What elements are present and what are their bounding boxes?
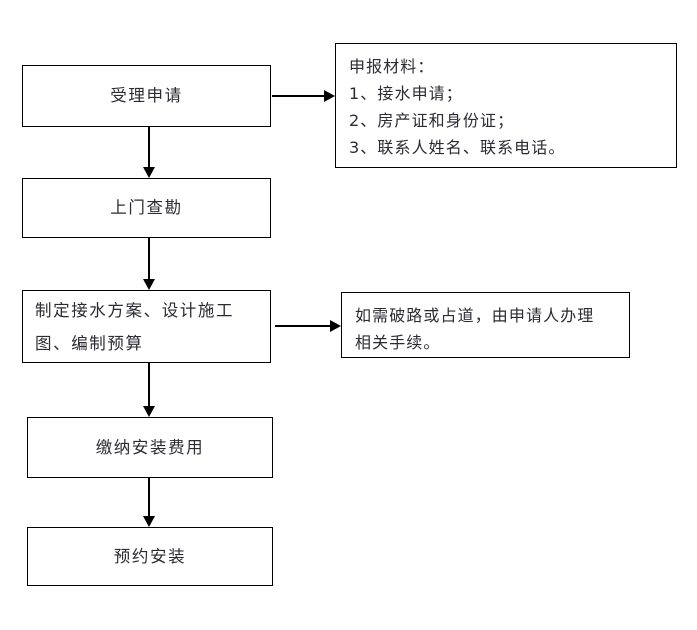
connector-line-conn-3-4 [148, 363, 150, 407]
arrowhead-down-icon-conn-2-3 [142, 279, 155, 290]
arrowhead-right-icon-conn-3-note [330, 319, 341, 332]
flow-node-step-2[interactable]: 上门查勘 [22, 178, 271, 238]
flow-node-label: 预约安装 [113, 546, 187, 566]
flow-node-step-1[interactable]: 受理申请 [22, 65, 271, 127]
arrowhead-down-icon-conn-4-5 [142, 516, 155, 527]
flow-node-label: 上门查勘 [110, 198, 183, 217]
flow-node-step-4[interactable]: 缴纳安装费用 [27, 417, 273, 478]
arrowhead-right-icon-conn-1-note [324, 89, 335, 102]
flow-node-step-5[interactable]: 预约安装 [27, 527, 273, 586]
connector-line-conn-2-3 [148, 238, 150, 280]
note-box-materials[interactable]: 申报材料： 1、接水申请； 2、房产证和身份证； 3、联系人姓名、联系电话。 [335, 43, 677, 168]
flow-node-step-3[interactable]: 制定接水方案、设计施工 图、编制预算 [22, 290, 271, 363]
arrowhead-down-icon-conn-3-4 [142, 406, 155, 417]
note-box-road-occupancy[interactable]: 如需破路或占道，由申请人办理 相关手续。 [341, 292, 630, 358]
connector-line-conn-1-note [272, 95, 325, 97]
connector-line-conn-4-5 [148, 478, 150, 517]
connector-line-conn-3-note [275, 325, 331, 327]
arrowhead-down-icon-conn-1-2 [142, 167, 155, 178]
flow-node-label: 制定接水方案、设计施工 图、编制预算 [35, 300, 235, 353]
flow-node-label: 缴纳安装费用 [95, 437, 205, 457]
connector-line-conn-1-2 [148, 127, 150, 168]
flow-node-label: 受理申请 [110, 86, 183, 105]
